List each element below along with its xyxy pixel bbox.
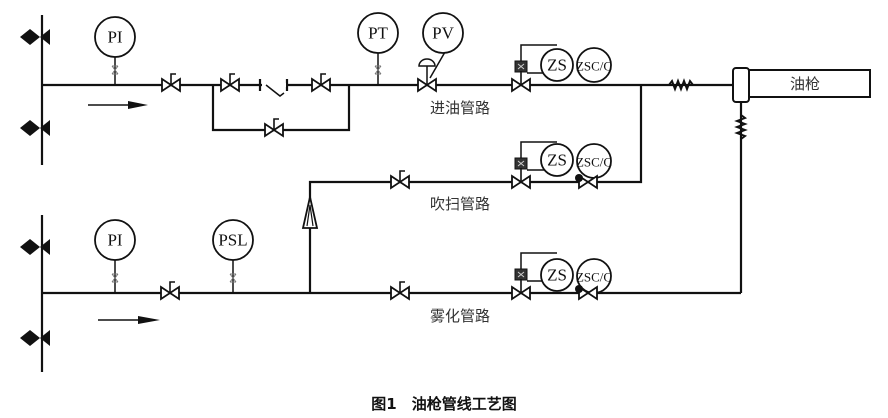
actuator-icon	[418, 58, 436, 67]
zs-atom	[540, 258, 574, 292]
gate-valve-icon[interactable]	[220, 73, 240, 92]
pt-label: PT	[368, 24, 388, 43]
filter-check-icon	[258, 79, 289, 97]
pi-top-label: PI	[107, 28, 122, 47]
gate-valve-icon[interactable]	[160, 281, 180, 300]
pv-valve-positioner	[422, 12, 464, 54]
gate-valve-icon[interactable]	[311, 73, 331, 92]
zs-purge	[540, 143, 574, 177]
zs-purge-label: ZS	[547, 151, 567, 170]
oil-gun	[747, 69, 871, 98]
gate-valve-icon[interactable]	[390, 170, 410, 189]
zs-oil-label: ZS	[547, 56, 567, 75]
gate-valve-icon[interactable]	[161, 73, 181, 92]
header-valve-icon[interactable]	[20, 330, 50, 346]
pi-gauge-bottom	[94, 219, 136, 261]
bypass-valve-icon[interactable]	[264, 118, 284, 137]
zsc-purge-label: ZSC/C	[576, 155, 612, 170]
oil-inlet-line-label: 进油管路	[430, 99, 490, 117]
atomizing-line-label: 雾化管路	[430, 307, 490, 325]
pt-transmitter	[357, 12, 399, 54]
zs-oil	[540, 48, 574, 82]
bypass-pipe	[211, 85, 351, 132]
gate-valve-icon[interactable]	[390, 281, 410, 300]
oil-gun-label: 油枪	[790, 75, 820, 93]
header-valve-icon[interactable]	[20, 120, 50, 136]
purge-line-label: 吹扫管路	[430, 195, 490, 213]
figure-caption: 图1 油枪管线工艺图	[371, 395, 516, 413]
flame-arrester-icon	[301, 196, 319, 229]
zsc-oil-label: ZSC/C	[576, 59, 612, 74]
zsc-oil	[576, 47, 612, 83]
header-valve-icon[interactable]	[20, 239, 50, 255]
pi-bottom-label: PI	[107, 231, 122, 250]
psl-switch	[212, 219, 254, 261]
zs-atom-label: ZS	[547, 266, 567, 285]
oil-gun-connector	[732, 67, 750, 103]
pi-gauge-top	[94, 16, 136, 58]
psl-label: PSL	[218, 231, 247, 250]
zsc-atom-label: ZSC/C	[576, 270, 612, 285]
pv-label: PV	[432, 24, 454, 43]
purge-pipe	[308, 85, 643, 293]
header-valve-icon[interactable]	[20, 29, 50, 45]
